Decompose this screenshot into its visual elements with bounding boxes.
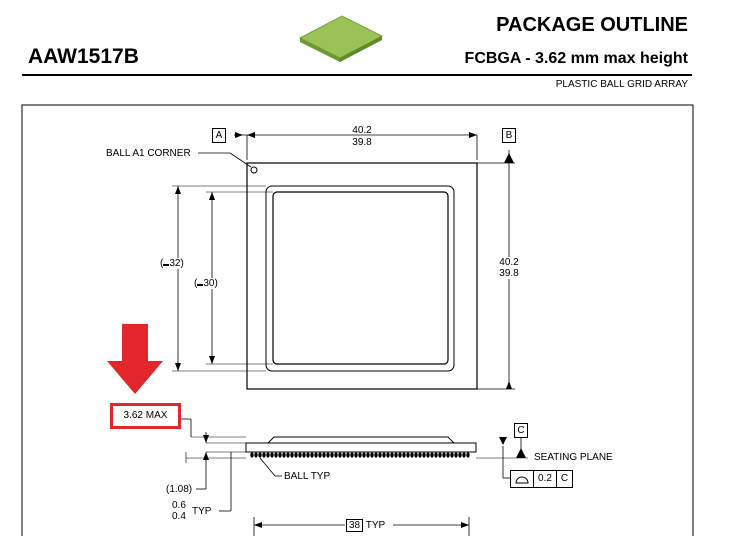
solder-ball: [278, 452, 282, 458]
inner-ref-dim: (30): [194, 278, 218, 289]
seating-plane-label: SEATING PLANE: [534, 452, 613, 463]
solder-ball: [418, 452, 422, 458]
solder-ball: [286, 452, 290, 458]
width-min: 39.8: [352, 137, 372, 148]
solder-ball: [282, 452, 286, 458]
ball-height-min: 0.4: [172, 511, 186, 522]
package-icon: [298, 15, 384, 62]
ball-height-max: 0.6: [172, 500, 186, 511]
solder-ball: [306, 452, 310, 458]
pitch-span-typ: TYP: [365, 520, 386, 531]
solder-ball: [414, 452, 418, 458]
width-max: 40.2: [352, 125, 372, 136]
solder-ball: [354, 452, 358, 458]
solder-ball: [334, 452, 338, 458]
solder-ball: [386, 452, 390, 458]
solder-ball: [442, 452, 446, 458]
solder-ball: [450, 452, 454, 458]
datum-a: A: [212, 128, 226, 143]
solder-ball: [378, 452, 382, 458]
solder-ball: [342, 452, 346, 458]
package-description: PLASTIC BALL GRID ARRAY: [555, 79, 688, 90]
package-side-view: [245, 436, 477, 458]
solder-ball: [350, 452, 354, 458]
solder-ball: [362, 452, 366, 458]
solder-ball: [454, 452, 458, 458]
solder-ball: [250, 452, 254, 458]
package-outline-top: [246, 162, 478, 390]
datum-b: B: [502, 128, 516, 143]
ball-a1-marker: [250, 166, 258, 174]
solder-ball: [430, 452, 434, 458]
ball-a1-label: BALL A1 CORNER: [106, 148, 191, 159]
solder-ball: [426, 452, 430, 458]
flatness-control-frame: 0.2 C: [510, 470, 574, 488]
solder-ball: [254, 452, 258, 458]
solder-ball: [366, 452, 370, 458]
solder-ball: [314, 452, 318, 458]
solder-ball: [318, 452, 322, 458]
solder-ball: [358, 452, 362, 458]
solder-ball: [398, 452, 402, 458]
document-id: AAW1517B: [28, 45, 139, 68]
solder-ball: [434, 452, 438, 458]
outer-ref-dim: (32): [160, 258, 184, 269]
pitch-span-dim: 38 TYP: [346, 519, 385, 532]
solder-ball: [390, 452, 394, 458]
solder-ball: [290, 452, 294, 458]
standoff-ref: (1.08): [166, 484, 193, 495]
solder-ball: [326, 452, 330, 458]
subtitle: FCBGA - 3.62 mm max height: [464, 50, 688, 67]
square-symbol: [197, 284, 204, 286]
title: PACKAGE OUTLINE: [496, 14, 688, 36]
ball-typ-label: BALL TYP: [284, 471, 331, 482]
solder-ball: [462, 452, 466, 458]
flatness-value: 0.2: [533, 471, 556, 487]
flatness-symbol: [511, 471, 533, 487]
length-max: 40.2: [499, 257, 519, 268]
solder-ball: [322, 452, 326, 458]
drawing-frame: [21, 104, 694, 536]
solder-ball: [410, 452, 414, 458]
solder-ball: [262, 452, 266, 458]
solder-ball: [302, 452, 306, 458]
lid-outline-inner: [272, 191, 449, 365]
square-symbol: [163, 264, 170, 266]
solder-ball: [370, 452, 374, 458]
solder-ball: [402, 452, 406, 458]
highlight-arrow: [107, 324, 163, 394]
lid-outline-outer: [265, 185, 455, 372]
length-min: 39.8: [499, 268, 519, 279]
solder-ball: [294, 452, 298, 458]
ball-height-typ: TYP: [192, 506, 212, 517]
flatness-datum: C: [555, 471, 572, 487]
solder-ball: [274, 452, 278, 458]
solder-ball: [394, 452, 398, 458]
solder-ball: [346, 452, 350, 458]
solder-ball: [374, 452, 378, 458]
datum-c: C: [514, 423, 528, 438]
solder-ball: [330, 452, 334, 458]
solder-ball: [258, 452, 262, 458]
solder-ball: [422, 452, 426, 458]
solder-ball: [446, 452, 450, 458]
solder-ball: [298, 452, 302, 458]
pitch-span-value: 38: [346, 519, 364, 532]
solder-ball: [310, 452, 314, 458]
solder-ball: [270, 452, 274, 458]
height-max-callout: 3.62 MAX: [110, 403, 181, 429]
solder-ball: [438, 452, 442, 458]
solder-ball: [382, 452, 386, 458]
solder-ball: [458, 452, 462, 458]
solder-ball: [338, 452, 342, 458]
solder-ball: [466, 452, 470, 458]
solder-ball: [406, 452, 410, 458]
solder-ball: [266, 452, 270, 458]
